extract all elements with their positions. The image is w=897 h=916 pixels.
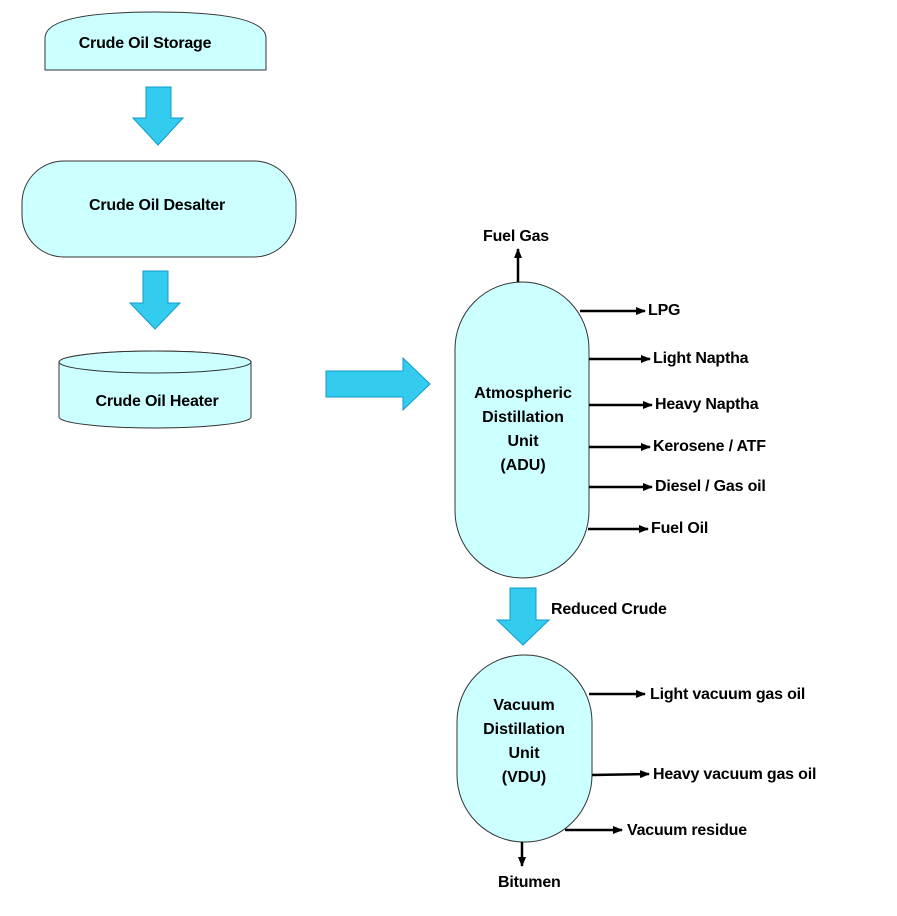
- crude-oil-heater-label: Crude Oil Heater: [95, 393, 219, 410]
- flow-arrow-storage-to-desalter: [131, 86, 185, 146]
- vdu-label: Vacuum Distillation Unit (VDU): [483, 694, 565, 790]
- heavy-naptha-label: Heavy Naptha: [655, 396, 759, 413]
- vdu-label-line-4: (VDU): [501, 769, 547, 786]
- vdu-column-shape: [456, 654, 593, 843]
- adu-label-line-2: Distillation: [482, 409, 564, 426]
- adu-label-line-3: Unit: [507, 433, 539, 450]
- vdu-label-line-3: Unit: [508, 745, 540, 762]
- vdu-label-line-2: Distillation: [483, 721, 565, 738]
- crude-oil-storage-label: Crude Oil Storage: [78, 35, 212, 52]
- adu-label: Atmospheric Distillation Unit (ADU): [474, 382, 572, 478]
- crude-oil-heater-top: [58, 350, 252, 374]
- fuel-oil-label: Fuel Oil: [651, 520, 709, 537]
- flow-arrow-adu-to-vdu: [495, 587, 551, 646]
- crude-oil-desalter-shape: [21, 160, 297, 258]
- heavy-vacuum-gas-oil-label: Heavy vacuum gas oil: [653, 766, 817, 783]
- kerosene-atf-label: Kerosene / ATF: [653, 438, 766, 455]
- flow-arrow-heater-to-adu: [325, 356, 431, 412]
- adu-label-line-1: Atmospheric: [474, 385, 572, 402]
- bitumen-label: Bitumen: [498, 874, 561, 891]
- light-naptha-label: Light Naptha: [653, 350, 749, 367]
- light-vacuum-gas-oil-label: Light vacuum gas oil: [650, 686, 806, 703]
- fuel-gas-label: Fuel Gas: [483, 228, 549, 245]
- adu-column-shape: [454, 281, 590, 579]
- vacuum-residue-label: Vacuum residue: [627, 822, 747, 839]
- diesel-gas-oil-label: Diesel / Gas oil: [655, 478, 766, 495]
- flow-arrow-desalter-to-heater: [128, 270, 182, 330]
- lpg-label: LPG: [648, 302, 681, 319]
- vdu-label-line-1: Vacuum: [493, 697, 555, 714]
- crude-oil-storage-shape: [44, 11, 267, 71]
- crude-oil-desalter-label: Crude Oil Desalter: [88, 197, 226, 214]
- adu-label-line-4: (ADU): [500, 457, 546, 474]
- heavy-vacuum-gas-oil-arrow: [591, 770, 650, 779]
- reduced-crude-label: Reduced Crude: [551, 601, 667, 618]
